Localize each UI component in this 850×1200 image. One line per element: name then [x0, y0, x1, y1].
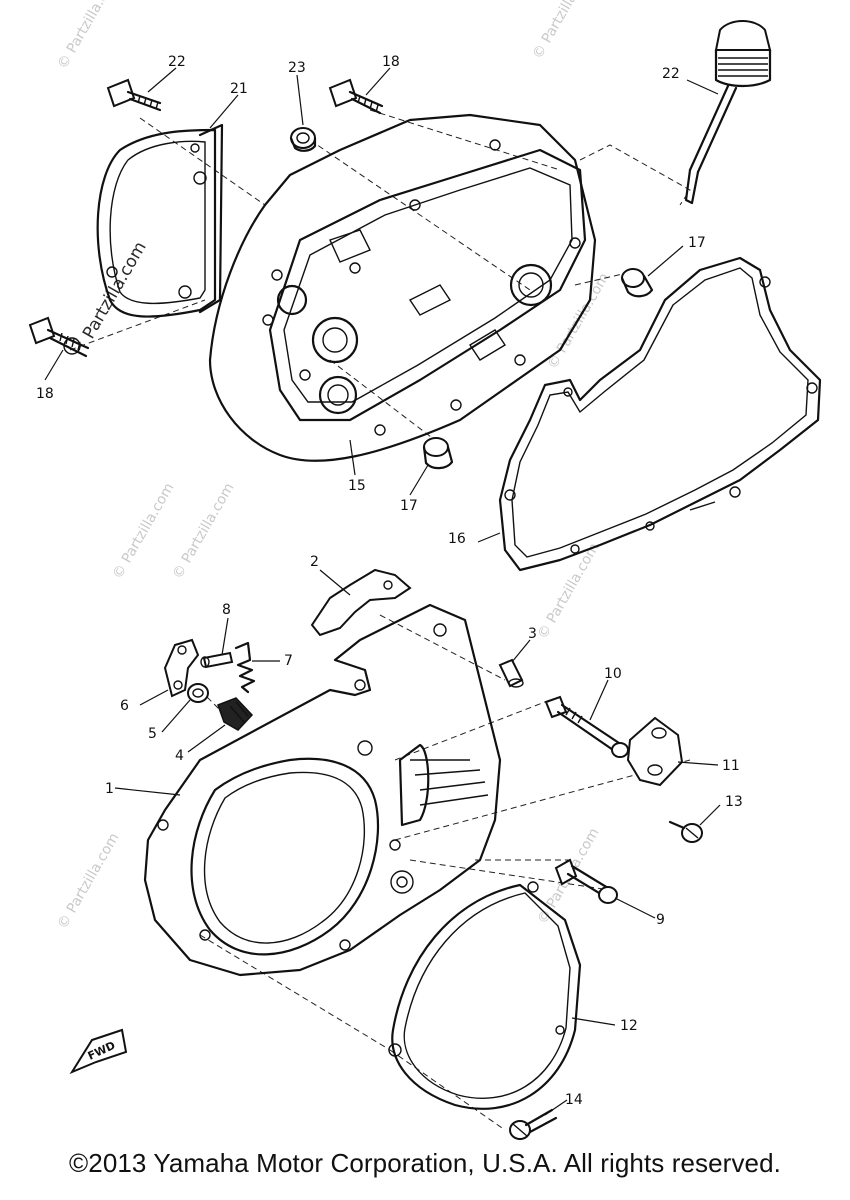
alignment-lines [69, 109, 691, 1131]
part-12-cover [388, 881, 582, 1110]
part-15-crankcase-cover [208, 113, 597, 462]
callout-16: 16 [448, 531, 466, 547]
part-21-bolt [106, 78, 162, 112]
part-5-washer [187, 683, 209, 703]
part-1-crankcase-cover [143, 603, 502, 977]
callout-21: 22 [168, 54, 186, 70]
callout-18: 18 [382, 54, 400, 70]
callout-10: 10 [604, 666, 622, 682]
part-23-dowel [289, 127, 317, 152]
part-17-dowel-lower [422, 437, 454, 470]
callout-8: 8 [222, 602, 231, 618]
part-3-pin [498, 658, 524, 688]
callout-17-upper: 17 [688, 235, 706, 251]
part-10-bolt [544, 695, 629, 758]
callout-20: 21 [230, 81, 248, 97]
callout-3: 3 [528, 626, 537, 642]
part-22-dipstick [684, 20, 772, 205]
callout-15: 15 [348, 478, 366, 494]
watermark-2: © Partzilla.com [530, 0, 598, 62]
part-16-gasket [498, 256, 822, 572]
callout-4: 4 [175, 748, 184, 764]
part-19-bolt [28, 316, 90, 358]
part-7-spring [234, 641, 256, 694]
exploded-parts-diagram: © Partzilla.com © Partzilla.com © Partzi… [28, 0, 822, 1140]
callout-17-lower: 17 [400, 498, 418, 514]
callout-14: 14 [565, 1092, 583, 1108]
callout-7: 7 [284, 653, 293, 669]
watermark-1: © Partzilla.com [55, 0, 123, 72]
part-17-dowel-upper [620, 268, 654, 298]
callout-9: 9 [656, 912, 665, 928]
part-2-lever [310, 568, 412, 637]
callout-6: 6 [120, 698, 129, 714]
part-20-clutch-cover [96, 123, 224, 318]
fwd-arrow: FWD [69, 1028, 128, 1075]
part-8-pin [200, 651, 234, 669]
callout-12: 12 [620, 1018, 638, 1034]
copyright-footer: ©2013 Yamaha Motor Corporation, U.S.A. A… [69, 1148, 781, 1178]
part-11-bracket [626, 716, 684, 787]
watermark-main: Partzilla.com [79, 238, 151, 342]
callout-22: 22 [662, 66, 680, 82]
callout-11: 11 [722, 758, 740, 774]
watermark-6: © Partzilla.com [55, 830, 123, 932]
part-18-bolt [328, 78, 384, 115]
watermark-8: © Partzilla.com [170, 480, 238, 582]
part-6-bracket [163, 638, 200, 698]
callout-2: 2 [310, 554, 319, 570]
callout-labels: 22 21 23 18 22 17 18 15 17 16 2 8 7 3 6 … [36, 54, 743, 1108]
part-9-bolt [554, 858, 618, 904]
callout-1: 1 [105, 781, 114, 797]
callout-13: 13 [725, 794, 743, 810]
part-4-adjuster [217, 697, 254, 731]
part-13-screw [668, 820, 703, 843]
leader-lines [44, 67, 721, 1116]
callout-23: 23 [288, 60, 306, 76]
watermark-4: © Partzilla.com [110, 480, 178, 582]
callout-19: 18 [36, 386, 54, 402]
part-14-screw [509, 1108, 558, 1140]
callout-5: 5 [148, 726, 157, 742]
